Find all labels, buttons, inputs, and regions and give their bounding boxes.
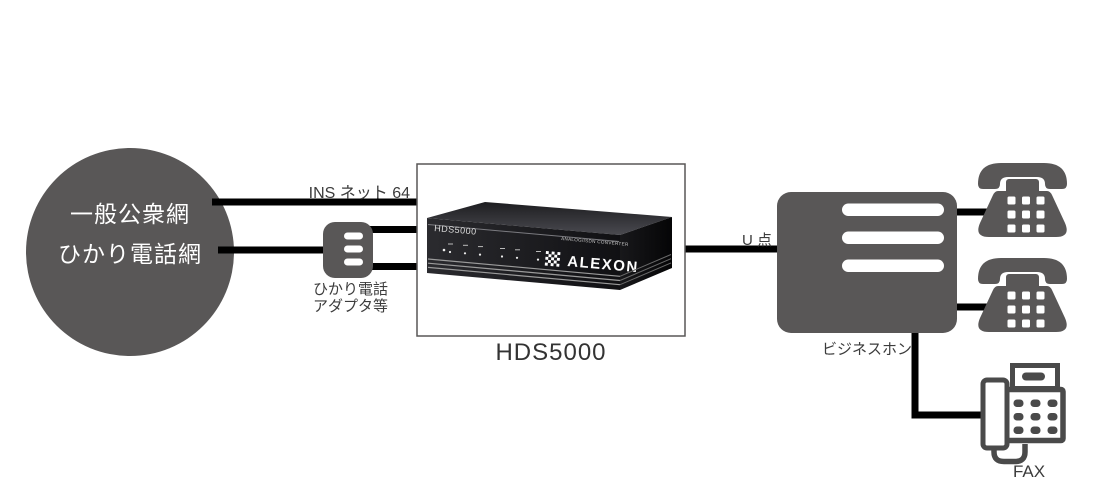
adapter-label: ひかり電話 アダプタ等 (313, 281, 388, 315)
network-cloud-label-line1: 一般公衆網 (70, 201, 190, 227)
u-point-label: U 点 (741, 232, 772, 249)
adapter-icon (323, 222, 373, 278)
phone-icon-1 (978, 163, 1067, 237)
fax-cord (991, 444, 1028, 465)
device-front-stripes (427, 258, 621, 286)
business-phone-icon (777, 192, 957, 333)
device-top-face (427, 202, 672, 235)
fax-keypad (1013, 399, 1058, 434)
device-side-face (620, 217, 672, 290)
network-cloud-label: 一般公衆網 ひかり電話網 (28, 194, 232, 274)
fax-handset (980, 377, 1010, 451)
fax-paper (1022, 372, 1045, 381)
device-panel-subtitle: ANALOG/ISDN CONVERTER (561, 236, 629, 247)
business-phone-label: ビジネスホン (821, 341, 912, 358)
device-photo: HDS5000 ANALOG/ISDN CONVERTER ALEXON (427, 202, 672, 290)
network-cloud-shape (26, 148, 234, 356)
fax-icon (980, 363, 1066, 465)
phone-icon-2 (978, 258, 1067, 332)
fax-connection-line (911, 330, 992, 419)
adapter-label-line2: アダプタ等 (313, 298, 389, 315)
device-panel-brand: ALEXON (567, 253, 640, 276)
device-side-stripes (619, 254, 672, 286)
network-cloud-label-line2: ひかり電話網 (58, 241, 202, 267)
led-indicators (442, 243, 541, 261)
adapter-label-line1: ひかり電話 (313, 281, 389, 298)
device-caption: HDS5000 (495, 339, 607, 366)
device-panel-model: HDS5000 (434, 223, 477, 237)
fax-label: FAX (1012, 462, 1046, 481)
ins-line-label: INS ネット 64 (308, 185, 410, 202)
brand-checker-icon (544, 251, 561, 267)
